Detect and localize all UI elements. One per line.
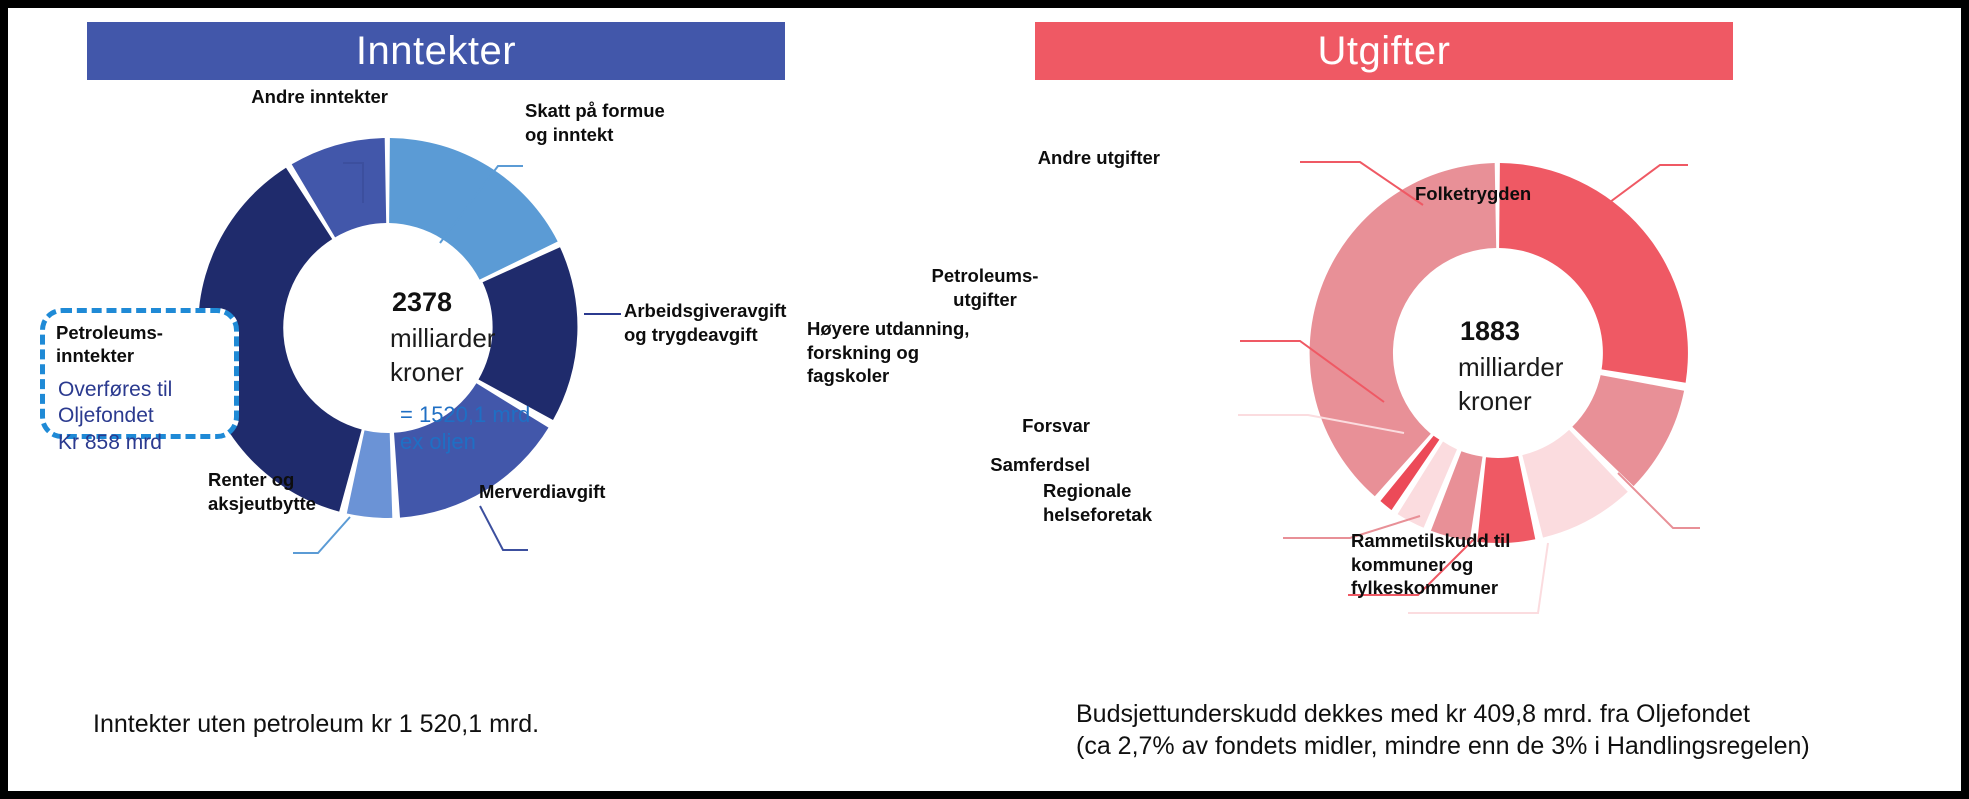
donut-slice-andre-utgifter[interactable] <box>1309 163 1497 497</box>
inntekter-center-line2: kroner <box>390 357 464 387</box>
leader-petroleumsutgifter <box>1240 340 1385 403</box>
label-samferdsel: Samferdsel <box>990 454 1090 475</box>
label-renter-og-aksjeutbytte: Renter og aksjeutbytte <box>208 469 316 514</box>
donut-slice-hoyere-utdanning[interactable] <box>1397 441 1457 528</box>
leader-samferdsel <box>1348 539 1474 596</box>
donut-slice-merverdiavgift[interactable] <box>394 383 549 518</box>
donut-slice-arbeidsgiveravgift[interactable] <box>478 247 578 420</box>
utgifter-title-text: Utgifter <box>1317 28 1451 73</box>
donut-slice-samferdsel[interactable] <box>1477 456 1536 544</box>
inntekter-title-bar: Inntekter <box>87 22 785 80</box>
leader-rammetilskudd <box>1617 472 1700 529</box>
utgifter-caption: Budsjettunderskudd dekkes med kr 409,8 m… <box>1076 700 1810 760</box>
donut-slice-petroleumsinntekter[interactable] <box>198 167 362 512</box>
donut-slice-forsvar[interactable] <box>1430 451 1483 541</box>
panel-inntekter: Inntekter 2378 milliarder kroner <box>8 8 1020 791</box>
donut-slice-renter[interactable] <box>346 430 393 518</box>
label-andre-inntekter: Andre inntekter <box>251 86 388 107</box>
utgifter-center-line1: milliarder <box>1458 352 1564 382</box>
label-skatt-pa-formue-og-inntekt: Skatt på formue og inntekt <box>525 100 665 145</box>
utgifter-title-bar: Utgifter <box>1035 22 1733 80</box>
label-forsvar: Forsvar <box>1022 415 1090 436</box>
utgifter-center-value: 1883 <box>1460 316 1520 346</box>
label-petroleumsutgifter: Petroleums- utgifter <box>931 265 1039 310</box>
leader-merverdiavgift <box>479 505 528 551</box>
ex-oil-annotation: = 1520,1 mrd ex oljen <box>400 402 531 454</box>
donut-slice-folketrygden[interactable] <box>1499 163 1688 383</box>
leader-andre-utgifter <box>1300 161 1424 206</box>
inntekter-center-line1: milliarder <box>390 323 496 353</box>
leader-skatt <box>439 165 523 244</box>
leader-hoyere <box>1238 414 1405 434</box>
utgifter-leader-lines <box>1238 161 1700 614</box>
petroleum-callout-box[interactable] <box>40 308 239 439</box>
inntekter-caption: Inntekter uten petroleum kr 1 520,1 mrd. <box>93 710 540 738</box>
leader-renter <box>293 516 351 554</box>
inntekter-center-value: 2378 <box>392 287 452 317</box>
panel-utgifter: Utgifter 1883 milliar <box>807 8 1961 791</box>
utgifter-donut-chart: 1883 milliarder kroner <box>1238 161 1700 614</box>
slide-frame: Inntekter 2378 milliarder kroner <box>8 8 1961 791</box>
donut-slice-petroleumsutgifter[interactable] <box>1380 435 1440 511</box>
label-merverdiavgift: Merverdiavgift <box>479 481 606 502</box>
utgifter-center-line2: kroner <box>1458 386 1532 416</box>
leader-andre-inntekter <box>343 162 364 203</box>
donut-slice-rammetilskudd[interactable] <box>1572 375 1685 487</box>
inntekter-title-text: Inntekter <box>355 28 517 73</box>
petroleum-transfer-note: Overføres til Oljefondet Kr 858 mrd <box>58 378 173 454</box>
label-rammetilskudd: Rammetilskudd til kommuner og fylkeskomm… <box>1351 530 1511 599</box>
donut-slice-skatt[interactable] <box>389 138 558 280</box>
label-folketrygden: Folketrygden <box>1415 183 1532 204</box>
label-arbeidsgiveravgift-og-trygdeavgift: Arbeidsgiveravgift og trygdeavgift <box>624 300 787 345</box>
donut-slice-regionale-helseforetak[interactable] <box>1522 429 1628 538</box>
label-petroleumsinntekter: Petroleums- inntekter <box>56 322 163 367</box>
inntekter-donut-chart: 2378 milliarder kroner <box>138 138 621 554</box>
label-andre-utgifter: Andre utgifter <box>1037 147 1160 168</box>
leader-folketrygden <box>1605 164 1688 206</box>
label-hoyere-utdanning: Høyere utdanning, forskning og fagskoler <box>807 318 970 387</box>
leader-regionale <box>1408 542 1549 614</box>
leader-forsvar <box>1283 515 1421 539</box>
label-regionale-helseforetak: Regionale helseforetak <box>1043 480 1152 525</box>
